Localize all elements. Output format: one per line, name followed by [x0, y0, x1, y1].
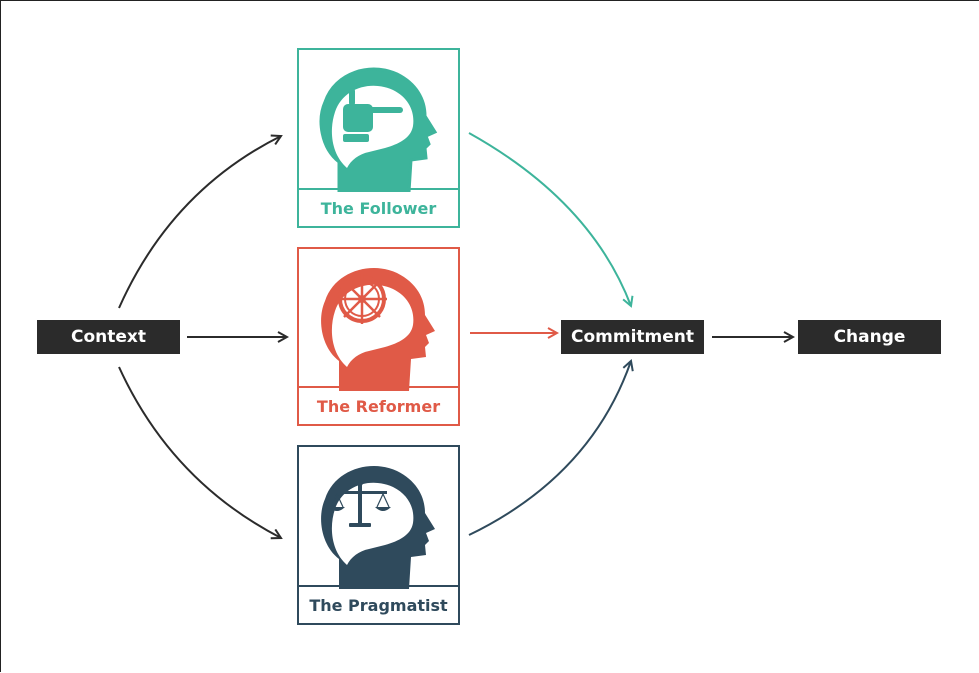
arrow-pragmatist-to-commitment — [468, 361, 631, 536]
pragmatist-card: The Pragmatist — [297, 445, 460, 625]
arrow-follower-to-commitment — [468, 132, 631, 306]
pragmatist-head-illustration — [321, 466, 435, 589]
brain-space — [331, 284, 414, 367]
arrow-context-to-follower — [118, 136, 281, 309]
arrow-context-to-pragmatist — [118, 366, 281, 538]
commitment-box: Commitment — [561, 320, 704, 354]
reformer-label: The Reformer — [299, 386, 458, 424]
context-box: Context — [37, 320, 180, 354]
brain-space — [331, 482, 414, 565]
reformer-head-illustration — [321, 268, 435, 391]
follower-label: The Follower — [299, 188, 458, 226]
ship-wheel-icon — [337, 274, 387, 324]
follower-head-illustration — [319, 67, 438, 192]
pointing-hand-icon — [343, 88, 403, 142]
change-box: Change — [798, 320, 941, 354]
follower-card: The Follower — [297, 48, 460, 228]
balance-scale-icon — [329, 480, 391, 527]
pragmatist-label: The Pragmatist — [299, 585, 458, 623]
head-outline — [319, 67, 438, 192]
reformer-card: The Reformer — [297, 247, 460, 426]
